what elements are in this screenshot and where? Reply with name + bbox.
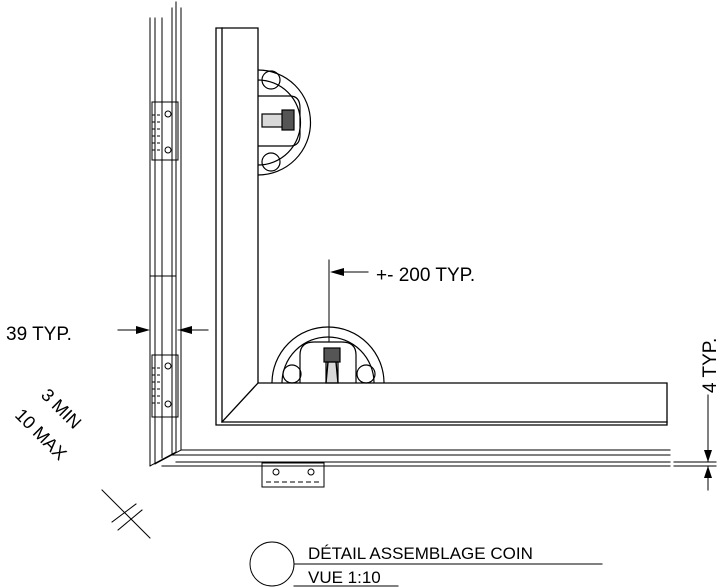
bottom-rail-frame — [149, 449, 671, 467]
dimension-thickness: 4 TYP. — [673, 338, 720, 491]
dimension-profile-width: 39 TYP. — [6, 271, 209, 345]
title-block: DÉTAIL ASSEMBLAGE COIN VUE 1:10 — [249, 541, 603, 587]
spacing-label: +- 200 TYP. — [376, 265, 475, 286]
dimension-gap: 3 MIN 10 MAX — [11, 385, 151, 539]
wall-clip-upper — [151, 101, 179, 161]
dimension-spacing: +- 200 TYP. — [328, 259, 475, 343]
profile-width-label: 39 TYP. — [6, 324, 72, 345]
bracket-upper — [257, 69, 312, 176]
detail-scale: VUE 1:10 — [308, 568, 381, 587]
rail-clip-bottom — [261, 462, 325, 488]
left-wall-frame — [149, 1, 182, 467]
l-profile — [215, 27, 668, 426]
wall-clip-lower — [151, 354, 179, 418]
bracket-lower — [271, 326, 385, 384]
detail-title: DÉTAIL ASSEMBLAGE COIN — [308, 544, 533, 563]
thickness-label: 4 TYP. — [700, 338, 720, 393]
